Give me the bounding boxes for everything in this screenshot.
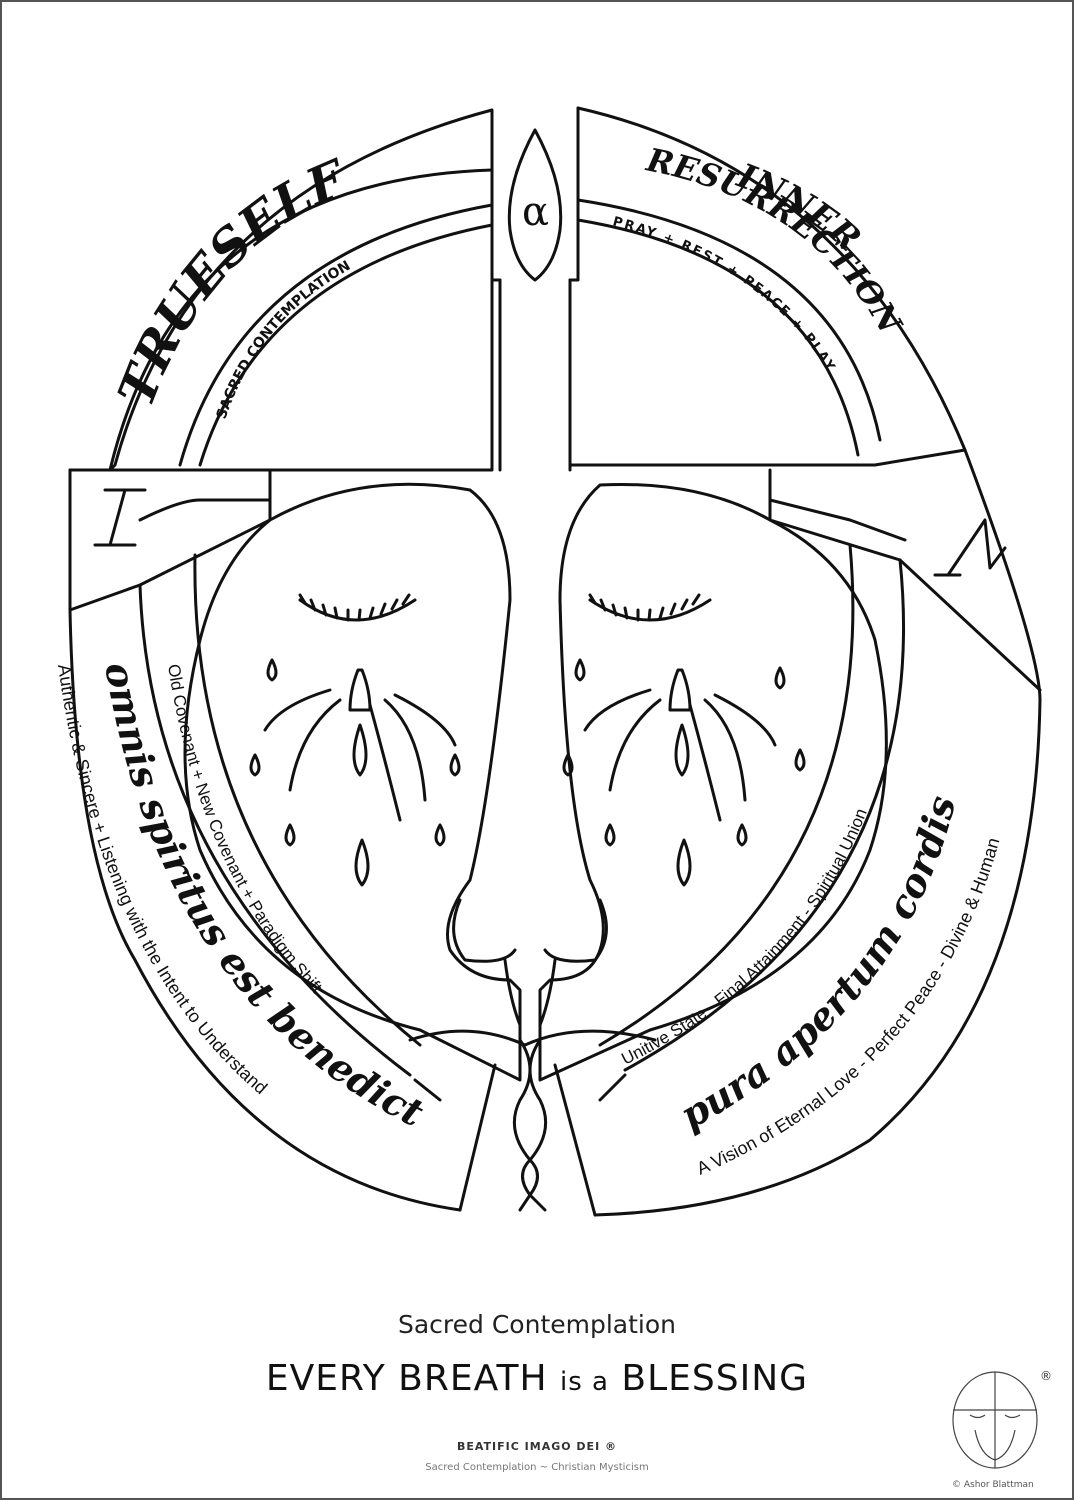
- right-face: [538, 482, 888, 1082]
- logo-emblem-icon: [952, 1371, 1038, 1469]
- flame-icon: [507, 128, 563, 282]
- footer-title-a: EVERY BREATH: [265, 1358, 548, 1399]
- alpha-label: α: [522, 189, 549, 235]
- brand-subtitle: Sacred Contemplation ~ Christian Mystici…: [425, 1462, 649, 1473]
- left-latin-label: omnis spiritus est benedictio: [0, 0, 431, 1136]
- copyright-notice: © Ashor Blattman: [952, 1480, 1034, 1490]
- footer-title-c: BLESSING: [621, 1358, 809, 1399]
- footer-title-b: is a: [560, 1367, 609, 1397]
- outer-ring-right: [576, 106, 1042, 1217]
- brand-name: BEATIFIC IMAGO DEI ®: [457, 1440, 617, 1453]
- footer-title: EVERY BREATH is a BLESSING: [0, 1358, 1074, 1399]
- right-latin-label: pura apertum cordis: [672, 791, 964, 1138]
- cross-arm-left: [68, 468, 272, 612]
- footer-subtitle: Sacred Contemplation: [397, 1310, 676, 1339]
- cross-arm-right: [768, 468, 1042, 692]
- braid-icon: [512, 1038, 548, 1212]
- registered-mark: ®: [1040, 1369, 1052, 1383]
- left-face: [183, 482, 522, 1082]
- outer-ring: [68, 168, 494, 1212]
- panel-top-left: [108, 108, 494, 472]
